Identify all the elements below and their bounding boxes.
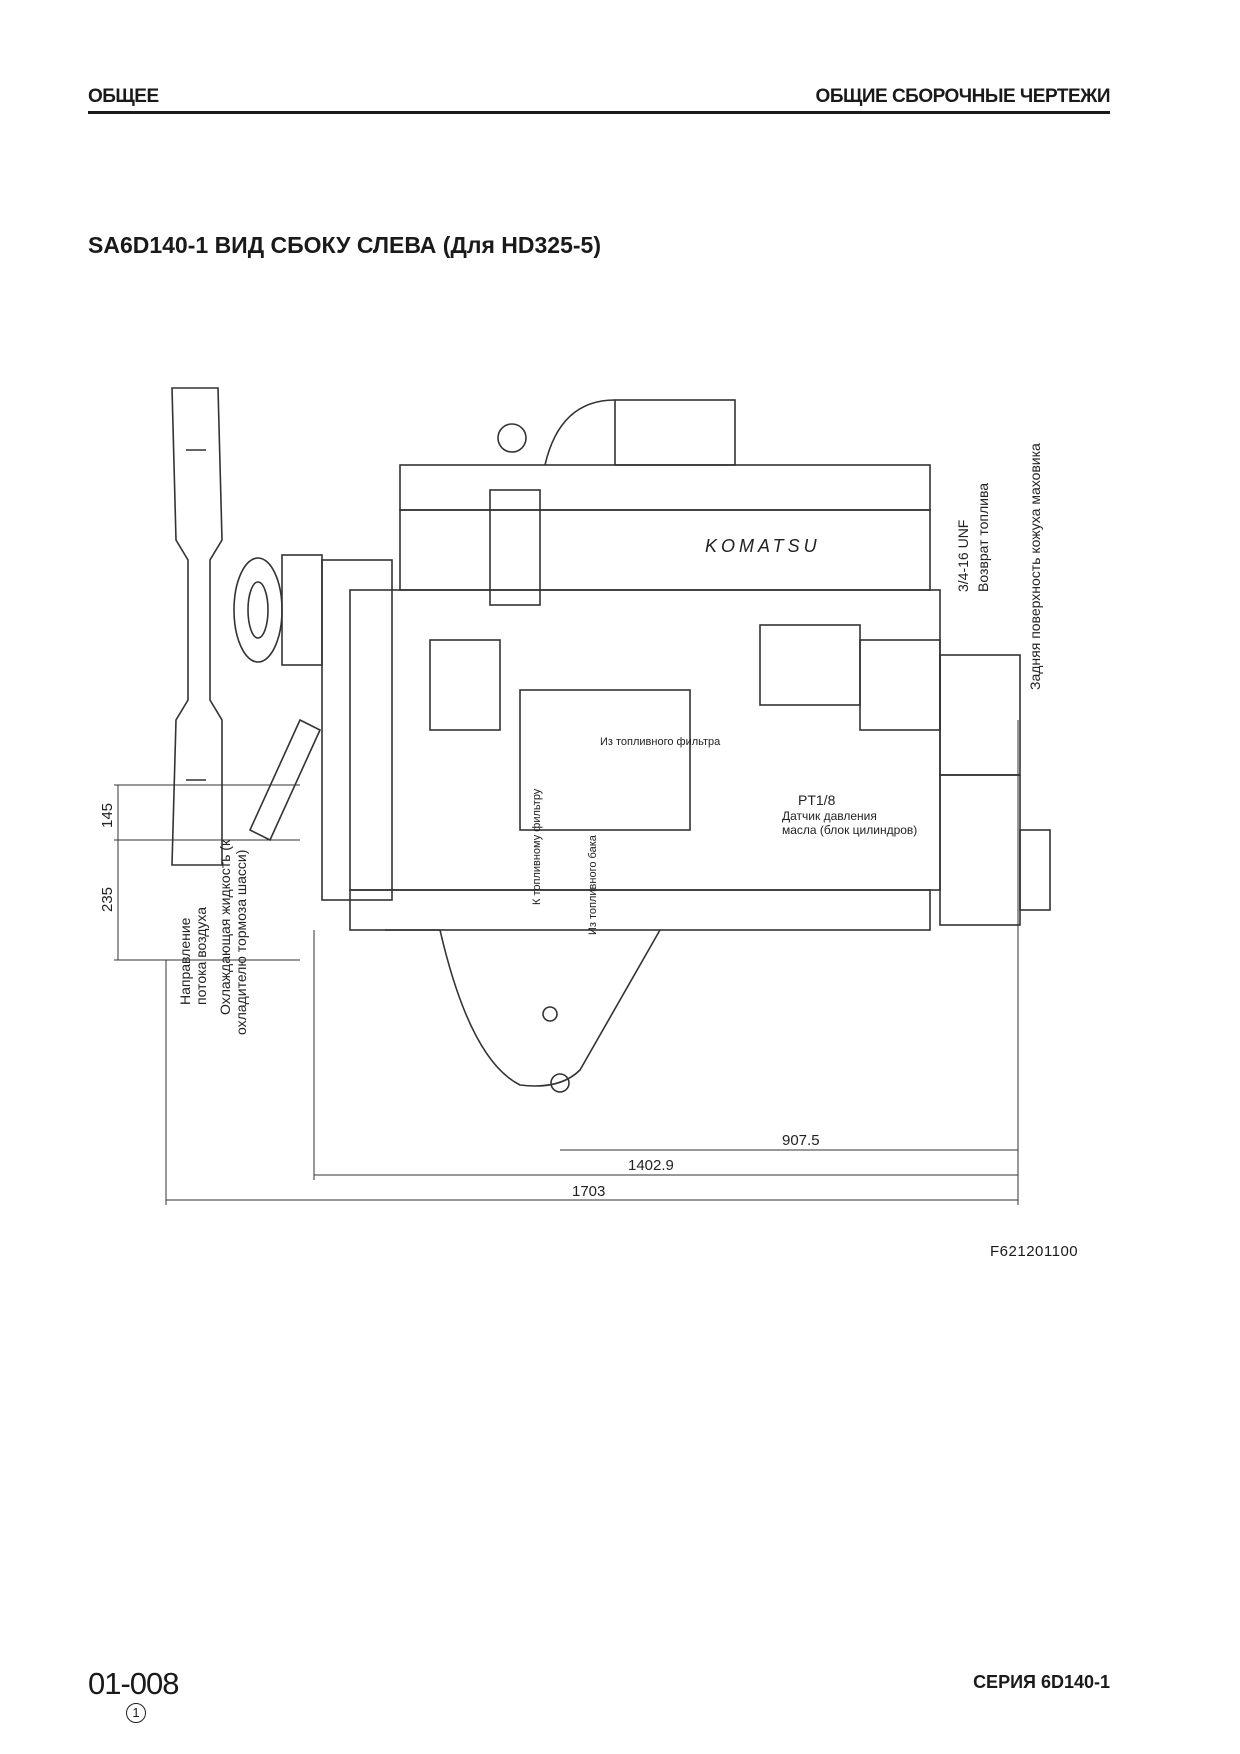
label-oil-sensor-2: масла (блок цилиндров) [782, 823, 917, 837]
label-coolant-1: Охлаждающая жидкость (к [217, 839, 233, 1015]
label-coolant-2: охладителю тормоза шасси) [233, 850, 249, 1035]
label-unf: 3/4-16 UNF [955, 520, 971, 592]
revision-mark: 1 [126, 1703, 146, 1723]
label-from-fuel-tank: Из топливного бака [587, 834, 599, 935]
fan-blade-icon [171, 387, 223, 866]
label-air-flow-1: Направление [177, 917, 193, 1005]
label-pt: PT1/8 [798, 792, 836, 808]
dim-235: 235 [99, 887, 116, 912]
header-rule [88, 111, 1110, 114]
label-oil-sensor-1: Датчик давления [782, 809, 877, 823]
label-from-fuel-filter: Из топливного фильтра [600, 736, 721, 748]
label-to-fuel-filter: К топливному фильтру [531, 788, 543, 905]
oil-sump [385, 929, 661, 1087]
section-header: ОБЩЕЕ [88, 86, 159, 107]
dim-1402: 1402.9 [628, 1157, 674, 1174]
page-number: 01-008 [88, 1666, 180, 1701]
fuel-injection-pump [519, 689, 691, 831]
series-label: СЕРИЯ 6D140-1 [973, 1672, 1110, 1692]
dim-907: 907.5 [782, 1132, 820, 1149]
brand-logo: KOMATSU [705, 536, 821, 556]
dim-145: 145 [99, 803, 116, 828]
label-flywheel-surface: Задняя поверхность кожуха маховика [1027, 443, 1043, 690]
cylinder-head [399, 399, 931, 591]
label-return-fuel: Возврат топлива [975, 483, 991, 592]
chapter-header: ОБЩИЕ СБОРОЧНЫЕ ЧЕРТЕЖИ [815, 86, 1111, 107]
label-air-flow-2: потока воздуха [193, 907, 209, 1005]
figure-code: F621201100 [990, 1243, 1079, 1260]
page-title: SA6D140-1 ВИД СБОКУ СЛЕВА (Для HD325-5) [88, 232, 601, 258]
dim-1703: 1703 [572, 1183, 605, 1200]
